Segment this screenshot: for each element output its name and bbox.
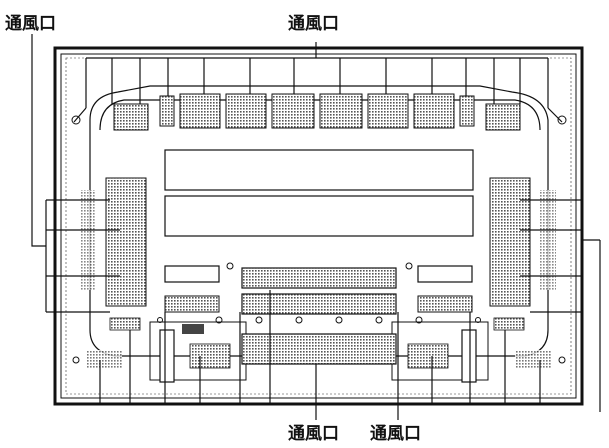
vent-top-4 xyxy=(319,93,363,129)
vent-bottom-right-1 xyxy=(493,317,525,331)
vent-center-lower xyxy=(241,293,397,315)
stand-bracket-left xyxy=(159,329,175,383)
vent-top-1 xyxy=(179,93,221,129)
vent-right-small xyxy=(417,295,473,313)
vent-right-outer xyxy=(540,190,556,290)
vent-bottom-right-2 xyxy=(407,343,449,369)
bottom-section xyxy=(86,321,551,383)
vent-right-large xyxy=(489,177,531,307)
label-top-left: 通風口 xyxy=(5,14,56,34)
vent-bottom-far-right xyxy=(515,350,551,368)
top-vents xyxy=(113,93,521,131)
label-bottom-right: 通風口 xyxy=(370,424,421,444)
vent-left-small xyxy=(164,295,220,313)
vent-top-far-left xyxy=(113,103,149,131)
vent-bottom-left-2 xyxy=(189,343,231,369)
vent-bottom-left-1 xyxy=(109,317,141,331)
vent-bottom-far-left xyxy=(86,350,122,368)
vent-top-small-left xyxy=(159,95,175,127)
screw-holes xyxy=(71,115,567,364)
vent-top-5 xyxy=(367,93,409,129)
handle-right-upper xyxy=(417,265,473,283)
label-bottom-center: 通風口 xyxy=(288,424,339,444)
lower-middle xyxy=(109,265,525,331)
vent-top-small-right xyxy=(459,95,475,127)
side-vents xyxy=(80,177,556,307)
vent-top-3 xyxy=(271,93,315,129)
label-top-center: 通風口 xyxy=(288,14,339,34)
vent-bottom-center xyxy=(241,333,397,365)
stand-bracket-right xyxy=(461,329,477,383)
vent-center-upper xyxy=(241,267,397,289)
leader-lines xyxy=(31,34,601,420)
center-panels xyxy=(164,149,474,237)
vent-top-2 xyxy=(225,93,267,129)
handle-left-upper xyxy=(164,265,220,283)
vent-top-6 xyxy=(413,93,455,129)
vent-left-outer xyxy=(80,190,96,290)
vent-top-far-right xyxy=(485,103,521,131)
terminal-block xyxy=(182,324,204,334)
vent-left-large xyxy=(105,177,147,307)
